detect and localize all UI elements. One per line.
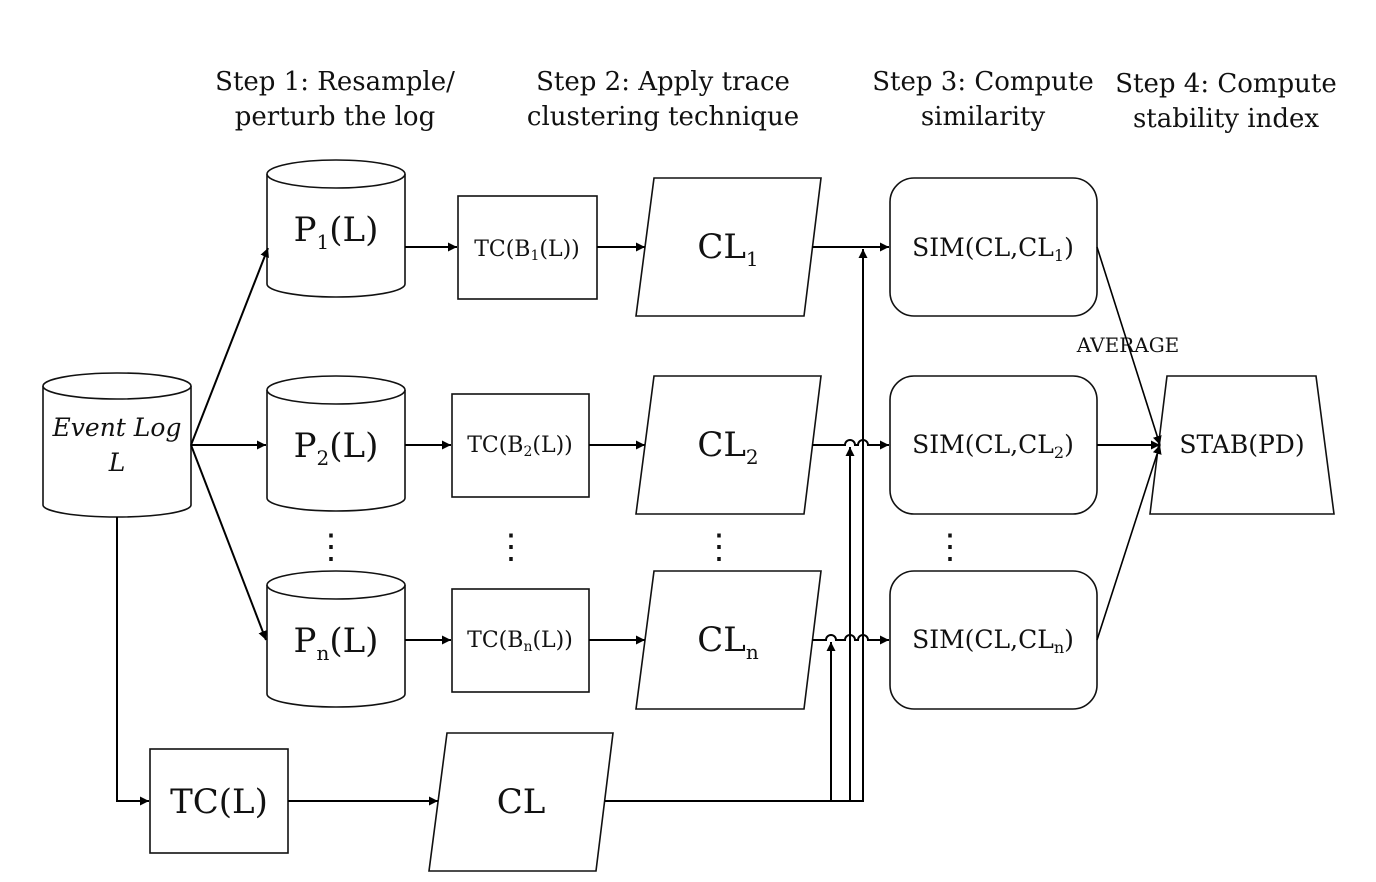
svg-text:SIM(CL,CL1): SIM(CL,CL1) (912, 233, 1074, 265)
ellipsis-clustering: ⋮ (702, 527, 736, 567)
clustering-1: CL1 (635, 177, 822, 317)
perturbed-log-n: Pn(L) (266, 570, 406, 708)
svg-text:CLn: CLn (697, 620, 759, 664)
similarity-n: SIM(CL,CLn) (889, 570, 1098, 710)
svg-text:clustering technique: clustering technique (527, 102, 799, 132)
base-clustering: CL (428, 732, 614, 872)
arrows-resample (190, 247, 269, 641)
step-3-header: Step 3: Compute similarity (872, 67, 1094, 132)
svg-text:similarity: similarity (921, 102, 1046, 132)
svg-text:CL2: CL2 (697, 425, 758, 469)
svg-text:Step 3: Compute: Step 3: Compute (872, 67, 1094, 97)
ellipsis-perturbed: ⋮ (314, 527, 348, 567)
svg-text:TC(B1(L)): TC(B1(L)) (474, 237, 580, 264)
stability-index: STAB(PD) (1149, 375, 1335, 515)
svg-text:Step 2: Apply trace: Step 2: Apply trace (536, 67, 790, 97)
similarity-2: SIM(CL,CL2) (889, 375, 1098, 515)
step-1-header: Step 1: Resample/ perturb the log (215, 67, 455, 132)
step-4-header: Step 4: Compute stability index (1115, 69, 1337, 134)
arrows-apply-technique (405, 242, 457, 645)
svg-text:TC(Bn(L)): TC(Bn(L)) (467, 628, 573, 655)
ellipsis-similarity: ⋮ (933, 527, 967, 567)
svg-text:STAB(PD): STAB(PD) (1179, 430, 1304, 459)
ellipsis-trace-clustering: ⋮ (494, 527, 528, 567)
svg-text:SIM(CL,CL2): SIM(CL,CL2) (912, 430, 1074, 462)
svg-text:Step 4: Compute: Step 4: Compute (1115, 69, 1337, 99)
arrows-produce-clusterings (589, 242, 645, 645)
svg-text:TC(B2(L)): TC(B2(L)) (467, 433, 573, 460)
similarity-1: SIM(CL,CL1) (889, 177, 1098, 317)
arrows-average (1096, 246, 1162, 641)
trace-clustering-1: TC(B1(L)) (457, 195, 598, 300)
svg-text:Pn(L): Pn(L) (294, 621, 379, 665)
event-log-cylinder: Event Log L (42, 372, 192, 518)
svg-text:L: L (108, 448, 126, 477)
trace-clustering-n: TC(Bn(L)) (451, 588, 590, 693)
svg-text:SIM(CL,CLn): SIM(CL,CLn) (912, 625, 1074, 657)
svg-text:CL1: CL1 (697, 227, 758, 271)
base-trace-clustering: TC(L) (149, 748, 289, 854)
svg-text:CL: CL (497, 782, 546, 822)
clustering-2: CL2 (635, 375, 822, 515)
step-2-header: Step 2: Apply trace clustering technique (527, 67, 799, 132)
arrows-base-clustering (116, 249, 868, 806)
trace-clustering-2: TC(B2(L)) (451, 393, 590, 498)
svg-text:TC(L): TC(L) (170, 782, 268, 822)
perturbed-log-2: P2(L) (266, 375, 406, 512)
perturbed-log-1: P1(L) (266, 159, 406, 298)
svg-text:Event Log: Event Log (52, 413, 182, 442)
svg-text:stability index: stability index (1133, 104, 1319, 134)
svg-text:P1(L): P1(L) (294, 210, 379, 254)
clustering-n: CLn (635, 570, 822, 710)
svg-text:Step 1: Resample/: Step 1: Resample/ (215, 67, 455, 97)
svg-text:P2(L): P2(L) (294, 426, 379, 470)
svg-text:perturb the log: perturb the log (235, 102, 435, 132)
